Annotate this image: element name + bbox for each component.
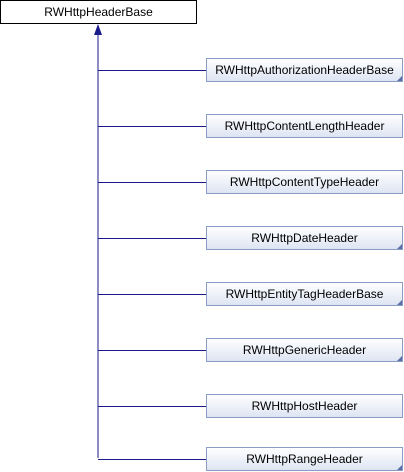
derived-class-label: RWHttpDateHeader bbox=[251, 231, 358, 245]
derived-class-node-content-type[interactable]: RWHttpContentTypeHeader bbox=[206, 170, 403, 194]
derived-class-box bbox=[206, 338, 403, 362]
more-corner-marker bbox=[397, 76, 402, 81]
derived-class-node-authorization[interactable]: RWHttpAuthorizationHeaderBase bbox=[206, 58, 403, 82]
derived-class-node-generic[interactable]: RWHttpGenericHeader bbox=[206, 338, 403, 362]
derived-class-box bbox=[206, 394, 403, 418]
base-class-label: RWHttpHeaderBase bbox=[44, 5, 153, 19]
derived-class-node-content-length[interactable]: RWHttpContentLengthHeader bbox=[206, 114, 403, 138]
more-corner-marker bbox=[397, 465, 402, 470]
derived-class-label: RWHttpGenericHeader bbox=[243, 343, 366, 357]
inheritance-arrowhead bbox=[94, 24, 102, 35]
derived-class-label: RWHttpContentLengthHeader bbox=[225, 119, 385, 133]
more-corner-marker bbox=[397, 356, 402, 361]
derived-class-node-host[interactable]: RWHttpHostHeader bbox=[206, 394, 403, 418]
more-corner-marker bbox=[397, 244, 402, 249]
derived-class-label: RWHttpRangeHeader bbox=[246, 452, 363, 466]
derived-class-box bbox=[206, 226, 403, 250]
derived-class-box bbox=[206, 114, 403, 138]
base-class-box bbox=[0, 0, 197, 24]
derived-class-box bbox=[206, 58, 403, 82]
inheritance-connectors bbox=[94, 24, 207, 460]
derived-class-node-date[interactable]: RWHttpDateHeader bbox=[206, 226, 403, 250]
derived-class-box bbox=[206, 282, 403, 306]
derived-class-label: RWHttpAuthorizationHeaderBase bbox=[215, 63, 394, 77]
derived-class-node-entity-tag[interactable]: RWHttpEntityTagHeaderBase bbox=[206, 282, 403, 306]
derived-class-label: RWHttpEntityTagHeaderBase bbox=[226, 287, 384, 301]
derived-class-label: RWHttpContentTypeHeader bbox=[230, 175, 379, 189]
more-corner-marker bbox=[397, 300, 402, 305]
derived-class-box bbox=[206, 447, 403, 471]
base-class-node[interactable]: RWHttpHeaderBase bbox=[0, 0, 197, 24]
derived-class-box bbox=[206, 170, 403, 194]
derived-class-node-range[interactable]: RWHttpRangeHeader bbox=[206, 447, 403, 471]
derived-class-label: RWHttpHostHeader bbox=[252, 399, 358, 413]
